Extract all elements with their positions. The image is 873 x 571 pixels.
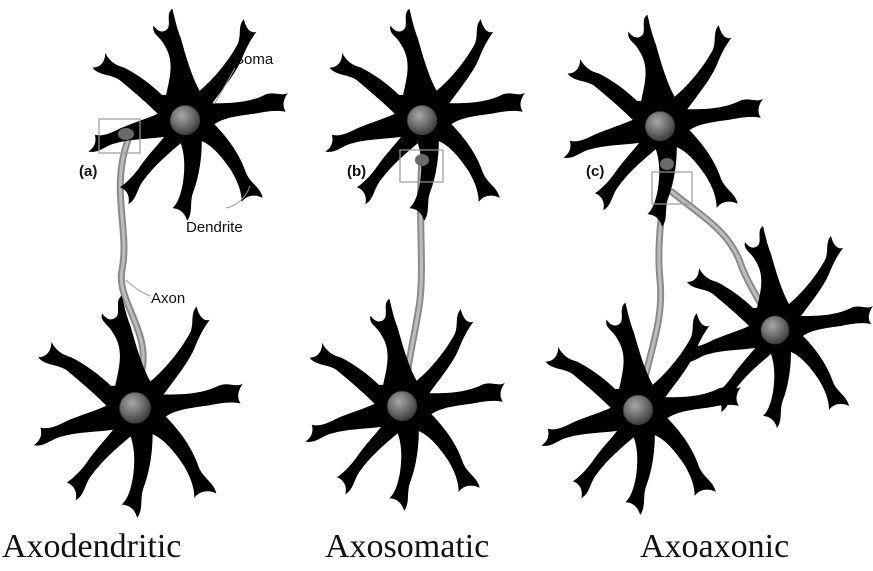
nucleus: [645, 111, 674, 140]
postsynaptic-neuron-c: [541, 303, 741, 515]
presynaptic-neuron-c: [563, 15, 763, 227]
panel-tag-a: (a): [79, 163, 97, 180]
axon-leader: [126, 280, 150, 296]
dendrite-label: Dendrite: [186, 219, 243, 236]
panel-c-neurons: (c): [541, 15, 873, 515]
panel-tag-b: (b): [347, 163, 366, 180]
nucleus: [623, 395, 652, 424]
nucleus: [387, 391, 416, 420]
presynaptic-neuron-b: [325, 9, 525, 221]
caption-axodendritic: Axodendritic: [2, 528, 181, 566]
axon-terminal-c: [660, 158, 674, 170]
postsynaptic-neuron-b: [305, 299, 505, 511]
caption-axosomatic: Axosomatic: [325, 528, 489, 566]
panel-tag-c: (c): [586, 163, 604, 180]
nucleus: [120, 392, 151, 423]
nucleus: [170, 105, 199, 134]
nucleus: [761, 316, 789, 344]
caption-axoaxonic: Axoaxonic: [640, 528, 789, 566]
panel-a-neurons: (a): [34, 9, 288, 518]
axon-terminal-b: [415, 154, 429, 166]
panel-b-neurons: (b): [305, 9, 525, 511]
axon-label: Axon: [151, 290, 185, 307]
soma-label: Soma: [234, 51, 274, 68]
neuron-illustration: (a) (b): [0, 0, 873, 520]
nucleus: [407, 105, 436, 134]
axon-terminal-a: [118, 128, 134, 140]
